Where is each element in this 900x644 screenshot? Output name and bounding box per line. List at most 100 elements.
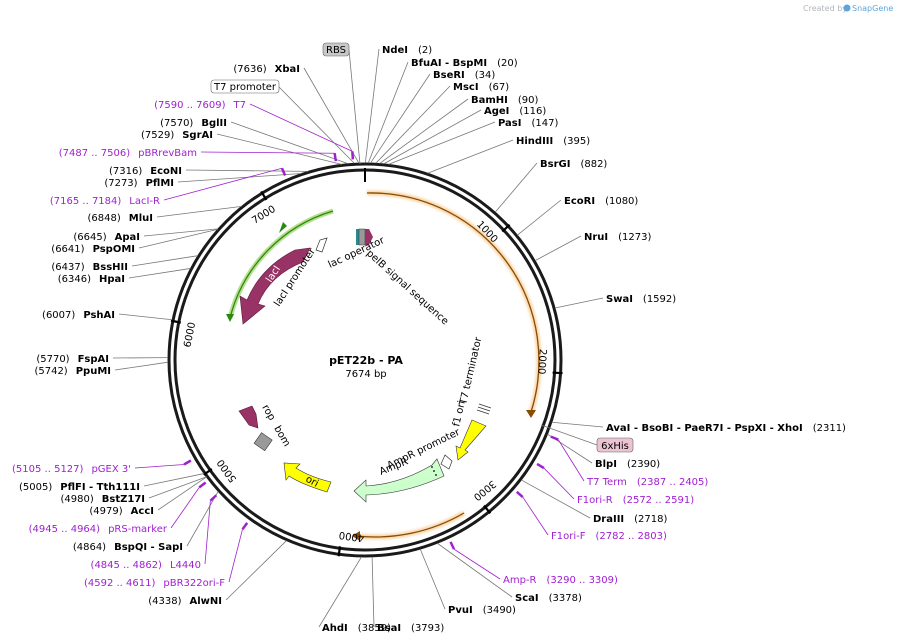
laci-feature-arrow[interactable] — [239, 247, 311, 325]
enzyme-name: PasI — [498, 118, 521, 129]
tick-mark — [203, 468, 213, 476]
enzyme-site-acci[interactable]: AccI(4979) — [89, 506, 154, 517]
enzyme-site-bglii[interactable]: BglII(7570) — [160, 118, 227, 129]
enzyme-name: AlwNI — [190, 596, 223, 607]
enzyme-position: (5742) — [34, 366, 67, 377]
primer-name: pBR322ori-F — [163, 578, 225, 589]
enzyme-site-bfuai-bspmi[interactable]: BfuAI - BspMI(20) — [411, 58, 518, 69]
primer-pgex-3[interactable]: pGEX 3'(5105 .. 5127) — [12, 464, 131, 475]
enzyme-site-draiii[interactable]: DraIII(2718) — [593, 514, 668, 525]
ampr-promoter-arrow[interactable] — [440, 454, 453, 470]
primer-marker[interactable] — [515, 490, 524, 498]
enzyme-site-bsrgi[interactable]: BsrGI(882) — [540, 159, 607, 170]
primer-leader-line — [522, 496, 549, 536]
enzyme-site-hindiii[interactable]: HindIII(395) — [516, 136, 590, 147]
laci-promoter-arrow[interactable] — [315, 237, 328, 253]
enzyme-site-bsshii[interactable]: BssHII(6437) — [51, 262, 128, 273]
primer-amp-r[interactable]: Amp-R(3290 .. 3309) — [503, 575, 618, 586]
primer-marker[interactable] — [280, 167, 287, 177]
primer-prs-marker[interactable]: pRS-marker(4945 .. 4964) — [29, 524, 168, 535]
rbs-leader-line — [348, 49, 361, 165]
enzyme-site-pshai[interactable]: PshAI(6007) — [42, 310, 115, 321]
orf-arc-right[interactable] — [366, 190, 542, 413]
laci-green-arrowhead-bottom — [226, 314, 234, 322]
bom-box[interactable] — [253, 432, 273, 452]
enzyme-site-bspqi-sapi[interactable]: BspQI - SapI(4864) — [73, 542, 183, 553]
enzyme-site-hpai[interactable]: HpaI(6346) — [58, 274, 125, 285]
primer-t7[interactable]: T7(7590 .. 7609) — [154, 100, 246, 111]
backbone-outer-strand — [167, 162, 563, 558]
primer-range: (5105 .. 5127) — [12, 464, 84, 475]
primer-f1ori-f[interactable]: F1ori-F(2782 .. 2803) — [551, 531, 667, 542]
enzyme-site-scai[interactable]: ScaI(3378) — [515, 593, 582, 604]
rbs-label-box[interactable]: RBS — [322, 42, 350, 57]
watermark[interactable]: Created by SnapGene — [803, 4, 893, 13]
enzyme-site-agei[interactable]: AgeI(116) — [484, 106, 546, 117]
enzyme-site-bamhi[interactable]: BamHI(90) — [471, 95, 539, 106]
enzyme-site-ahdi[interactable]: AhdI(3859) — [322, 623, 391, 634]
enzyme-site-apai[interactable]: ApaI(6645) — [73, 232, 140, 243]
primer-marker[interactable] — [333, 153, 338, 162]
primer-marker[interactable] — [536, 462, 545, 470]
primer-marker[interactable] — [449, 541, 456, 550]
primer-marker[interactable] — [183, 459, 192, 466]
enzyme-position: (6346) — [58, 274, 91, 285]
enzyme-site-bseri[interactable]: BseRI(34) — [433, 70, 495, 81]
enzyme-site-avai-bsobi-paer7i-pspxi-xhoi[interactable]: AvaI - BsoBI - PaeR7I - PspXI - XhoI(231… — [606, 423, 846, 434]
enzyme-site-pasi[interactable]: PasI(147) — [498, 118, 558, 129]
enzyme-site-nrui[interactable]: NruI(1273) — [584, 232, 651, 243]
enzyme-site-bsai[interactable]: BsaI(3793) — [377, 623, 444, 634]
primer-l4440[interactable]: L4440(4845 .. 4862) — [91, 560, 201, 571]
enzyme-leader-line — [148, 476, 207, 499]
enzyme-site-alwni[interactable]: AlwNI(4338) — [148, 596, 222, 607]
t7-terminator-marks[interactable] — [476, 403, 492, 415]
primer-t7-term[interactable]: T7 Term(2387 .. 2405) — [586, 477, 708, 488]
enzyme-position: (2) — [418, 45, 432, 56]
enzyme-name: MluI — [129, 213, 153, 224]
enzyme-site-ppumi[interactable]: PpuMI(5742) — [34, 366, 111, 377]
enzyme-site-sgrai[interactable]: SgrAI(7529) — [141, 130, 213, 141]
enzyme-leader-line — [517, 199, 562, 236]
rop-arrow[interactable] — [238, 405, 259, 429]
enzyme-site-pflfi-tth111i[interactable]: PflFI - Tth111I(5005) — [19, 482, 140, 493]
enzyme-site-swai[interactable]: SwaI(1592) — [606, 294, 676, 305]
enzyme-position: (1273) — [618, 232, 651, 243]
enzyme-site-mlui[interactable]: MluI(6848) — [88, 213, 153, 224]
enzyme-site-econi[interactable]: EcoNI(7316) — [109, 166, 182, 177]
primer-f1ori-r[interactable]: F1ori-R(2572 .. 2591) — [577, 495, 694, 506]
ori-arrow[interactable] — [283, 462, 332, 493]
primer-marker[interactable] — [198, 481, 207, 489]
enzyme-position: (6007) — [42, 310, 75, 321]
t7-terminator-label: T7 terminator — [458, 335, 485, 406]
enzyme-site-pflmi[interactable]: PflMI(7273) — [104, 178, 174, 189]
primer-marker[interactable] — [550, 435, 559, 441]
enzyme-site-ndei[interactable]: NdeI(2) — [382, 45, 432, 56]
tick-label: 6000 — [182, 321, 198, 348]
enzyme-leader-line — [216, 133, 342, 165]
primer-marker[interactable] — [209, 494, 218, 502]
enzyme-site-msci[interactable]: MscI(67) — [453, 82, 509, 93]
6xhis-label-box[interactable]: 6xHis — [596, 437, 634, 453]
ampr-arrow[interactable] — [353, 458, 445, 503]
t7-promoter-label-box[interactable]: T7 promoter — [210, 79, 280, 94]
primer-marker[interactable] — [241, 522, 249, 531]
f1-ori-arrow[interactable] — [455, 419, 487, 461]
enzyme-site-ecori[interactable]: EcoRI(1080) — [564, 196, 638, 207]
primer-laci-r[interactable]: LacI-R(7165 .. 7184) — [50, 196, 160, 207]
primer-pbrrevbam[interactable]: pBRrevBam(7487 .. 7506) — [59, 148, 197, 159]
svg-text:6xHis: 6xHis — [601, 441, 629, 452]
enzyme-site-pvui[interactable]: PvuI(3490) — [448, 605, 516, 616]
enzyme-position: (20) — [497, 58, 518, 69]
primer-pbr322ori-f[interactable]: pBR322ori-F (4592 .. 4611) — [84, 578, 225, 589]
enzyme-leader-line — [118, 313, 173, 321]
enzyme-site-pspomi[interactable]: PspOMI(6641) — [51, 244, 135, 255]
enzyme-site-fspai[interactable]: FspAI(5770) — [36, 354, 109, 365]
enzyme-site-xbai[interactable]: XbaI(7636) — [233, 64, 300, 75]
enzyme-site-bstz17i[interactable]: BstZ17I(4980) — [60, 494, 145, 505]
pelb-arrow[interactable] — [365, 229, 373, 245]
lac-operator-box[interactable] — [356, 229, 359, 245]
enzyme-name: FspAI — [78, 354, 109, 365]
enzyme-position: (3793) — [411, 623, 444, 634]
enzyme-site-blpi[interactable]: BlpI(2390) — [595, 459, 660, 470]
primer-range: (4592 .. 4611) — [84, 578, 156, 589]
